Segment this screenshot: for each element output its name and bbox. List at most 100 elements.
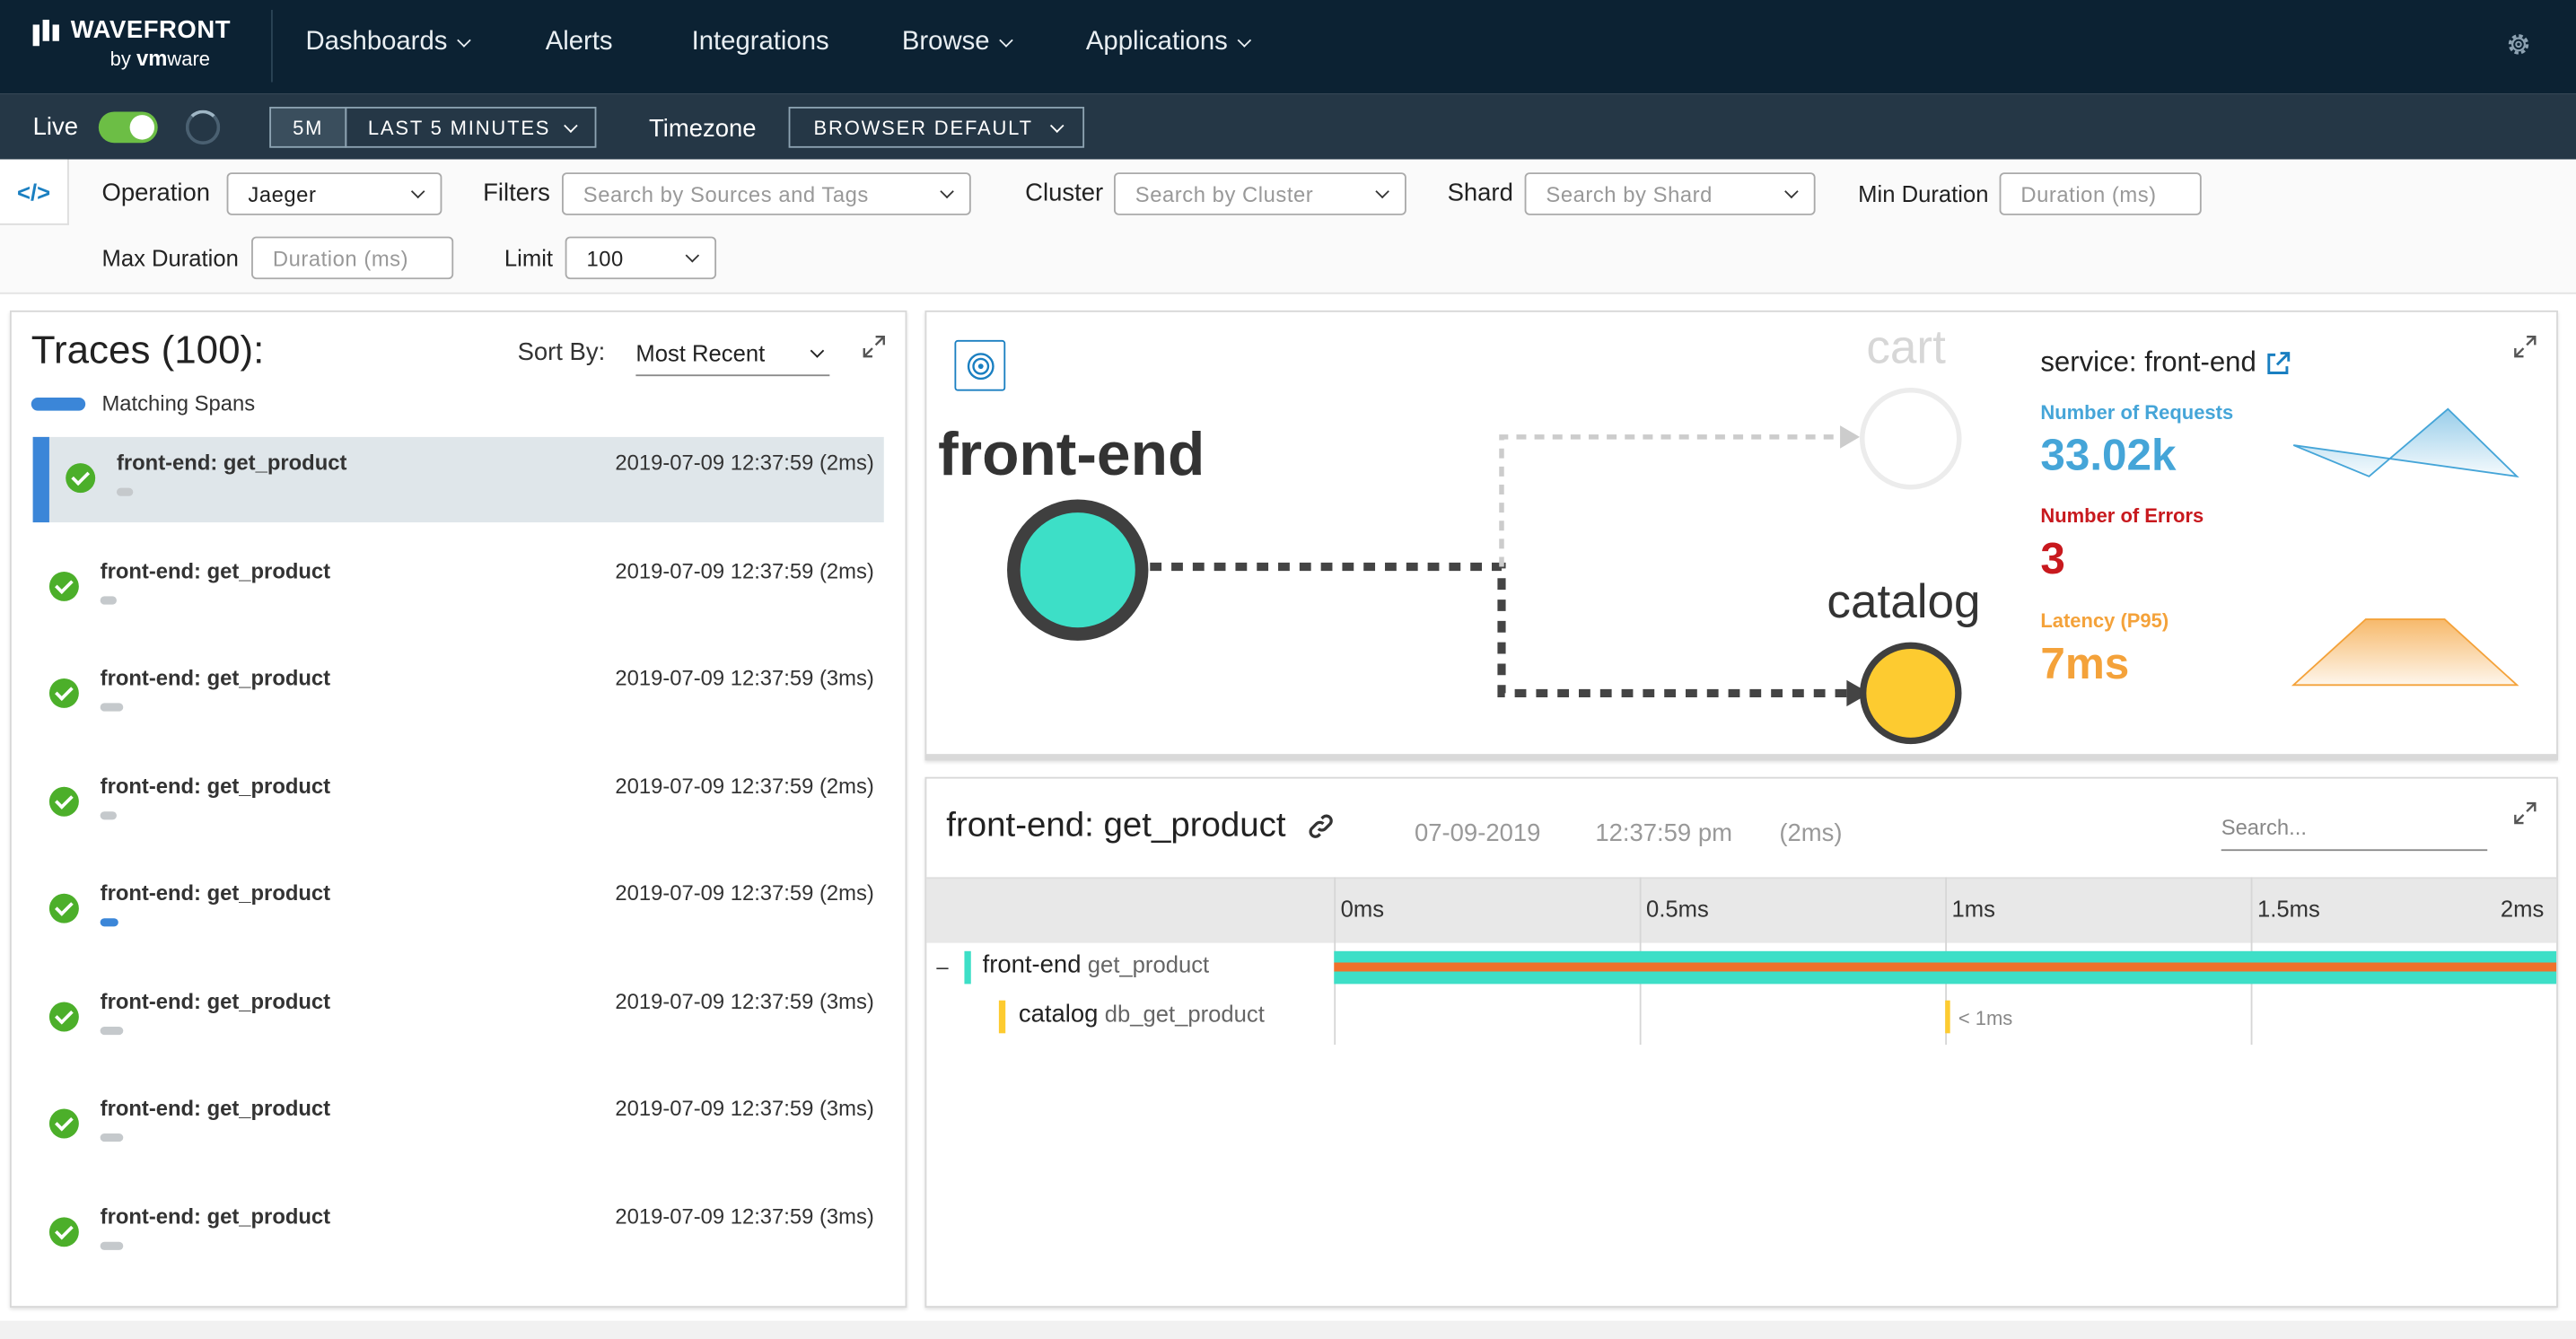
sort-by-select[interactable]: Most Recent — [635, 332, 830, 377]
max-duration-input[interactable]: Duration (ms) — [251, 236, 454, 280]
success-check-icon — [48, 1108, 79, 1139]
trace-name: front-end: get_product — [100, 773, 331, 798]
cluster-input[interactable]: Search by Cluster — [1114, 172, 1406, 215]
nav-dashboards[interactable]: Dashboards — [305, 28, 472, 57]
matching-spans-swatch — [31, 397, 86, 411]
errors-label: Number of Errors — [2040, 503, 2204, 528]
shard-input[interactable]: Search by Shard — [1524, 172, 1816, 215]
node-label-front-end: front-end — [938, 420, 1205, 488]
timezone-dropdown[interactable]: BROWSER DEFAULT — [788, 106, 1085, 148]
timeline-tick-label: 2ms — [2500, 895, 2545, 922]
sort-by-label: Sort By: — [517, 338, 606, 367]
expand-icon[interactable] — [2514, 801, 2537, 825]
timeline-tick-label: 1ms — [1951, 895, 1995, 922]
brand-sub: by vmware — [110, 46, 211, 71]
trace-name: front-end: get_product — [116, 450, 347, 475]
trace-duration-bar — [116, 487, 134, 496]
span-search-input[interactable]: Search... — [2221, 811, 2488, 852]
timeline-tick-label: 0.5ms — [1646, 895, 1709, 922]
nav-alerts[interactable]: Alerts — [545, 28, 613, 57]
span-duration-label: < 1ms — [1958, 1007, 2013, 1030]
filters-input[interactable]: Search by Sources and Tags — [561, 172, 971, 215]
wavefront-logo[interactable]: WAVEFRONT by vmware — [32, 16, 263, 75]
success-check-icon — [48, 1216, 79, 1247]
max-duration-label: Max Duration — [101, 244, 239, 272]
edge-front-end-catalog — [1150, 562, 1851, 698]
time-range-dropdown[interactable]: LAST 5 MINUTES — [345, 106, 597, 148]
span-bar-catalog[interactable] — [1945, 1000, 1950, 1034]
node-cart[interactable] — [1860, 387, 1962, 490]
expand-icon[interactable] — [2514, 335, 2537, 358]
trace-name: front-end: get_product — [100, 880, 331, 906]
latency-value: 7ms — [2040, 639, 2130, 688]
nav-integrations[interactable]: Integrations — [691, 28, 829, 57]
trace-time: 2019-07-09 12:37:59 (2ms) — [615, 450, 874, 475]
trace-time: 2019-07-09 12:37:59 (3ms) — [615, 665, 874, 690]
min-duration-input[interactable]: Duration (ms) — [1999, 172, 2202, 215]
service-map-panel: front-end cart catalog service: front-en… — [924, 310, 2558, 761]
chevron-down-icon — [1049, 118, 1064, 133]
requests-sparkline — [2292, 407, 2519, 478]
brand-name: WAVEFRONT — [70, 16, 232, 45]
latency-sparkline — [2291, 618, 2519, 687]
shard-label: Shard — [1447, 179, 1513, 207]
limit-select[interactable]: 100 — [565, 236, 717, 280]
nav-divider — [271, 9, 273, 83]
code-toggle-icon[interactable]: </> — [0, 159, 69, 225]
limit-label: Limit — [504, 244, 554, 272]
success-check-icon — [66, 463, 96, 494]
external-link-icon[interactable] — [2266, 351, 2291, 375]
target-icon — [966, 352, 994, 380]
range-short-button[interactable]: 5M — [269, 106, 347, 148]
timezone-label: Timezone — [649, 115, 757, 144]
span-bar-front-end[interactable] — [1334, 950, 2557, 985]
link-icon[interactable] — [1306, 811, 1336, 841]
trace-title-row: front-end: get_product — [946, 807, 1335, 846]
chevron-down-icon — [999, 33, 1014, 48]
trace-time: 2019-07-09 12:37:59 (2ms) — [615, 773, 874, 798]
errors-value: 3 — [2040, 533, 2065, 583]
collapse-icon[interactable]: – — [936, 954, 949, 979]
refresh-spinner-icon — [185, 109, 221, 145]
cluster-label: Cluster — [1025, 179, 1104, 207]
trace-name: front-end: get_product — [100, 557, 331, 582]
time-bar: Live 5M LAST 5 MINUTES Timezone BROWSER … — [0, 93, 2576, 160]
filter-bar: </> Operation Jaeger Filters Search by S… — [0, 159, 2576, 294]
trace-detail-panel: front-end: get_product 07-09-2019 12:37:… — [924, 776, 2558, 1308]
expand-icon[interactable] — [863, 335, 886, 358]
nav-browse[interactable]: Browse — [902, 28, 1014, 57]
gear-icon[interactable] — [2504, 30, 2534, 59]
trace-name: front-end: get_product — [100, 1095, 331, 1121]
node-label-catalog: catalog — [1827, 576, 1981, 630]
node-label-cart: cart — [1866, 321, 1946, 375]
trace-item[interactable]: front-end: get_product 2019-07-09 12:37:5… — [33, 760, 884, 845]
trace-item[interactable]: front-end: get_product 2019-07-09 12:37:5… — [32, 436, 884, 523]
operation-select[interactable]: Jaeger — [226, 172, 442, 215]
trace-time: 12:37:59 pm — [1595, 819, 1732, 848]
success-check-icon — [48, 1001, 79, 1031]
nav-applications[interactable]: Applications — [1086, 28, 1252, 57]
trace-duration-bar — [100, 918, 118, 927]
timeline-header — [926, 877, 2557, 943]
trace-duration-bar — [100, 1133, 124, 1142]
filters-label: Filters — [483, 179, 550, 207]
live-toggle[interactable] — [98, 111, 158, 144]
trace-duration-bar — [100, 1026, 124, 1035]
service-map-toggle[interactable] — [954, 339, 1006, 391]
timeline-tick-label: 1.5ms — [2256, 895, 2320, 922]
span-color-swatch — [964, 950, 971, 985]
requests-value: 33.02k — [2040, 430, 2177, 480]
service-title[interactable]: service: front-end — [2040, 346, 2291, 380]
node-catalog[interactable] — [1860, 642, 1962, 745]
min-duration-label: Min Duration — [1858, 180, 1989, 207]
arrow-icon — [1846, 679, 1870, 707]
node-front-end[interactable] — [1007, 499, 1149, 641]
